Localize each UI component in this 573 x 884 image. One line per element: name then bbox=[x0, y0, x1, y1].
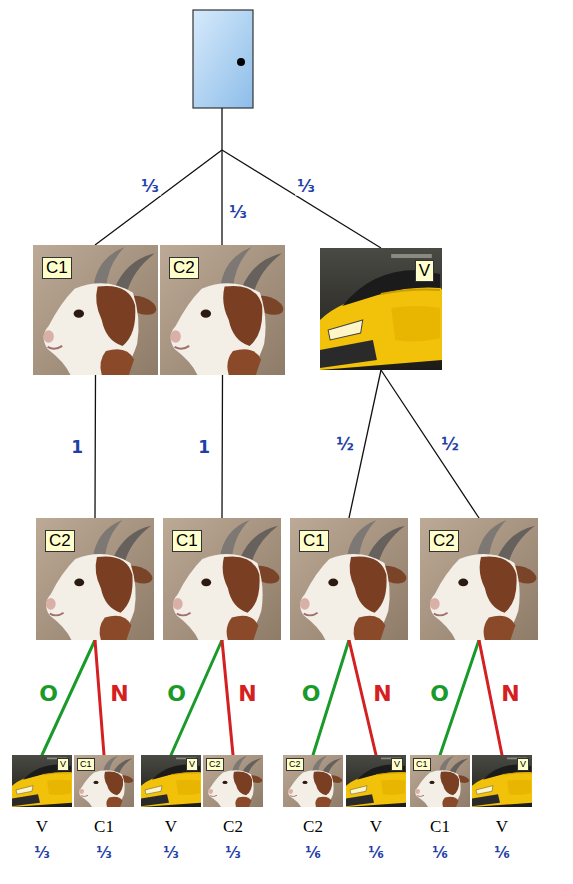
branch-label: ½ bbox=[334, 435, 356, 454]
picture-fill bbox=[36, 518, 154, 640]
outcome-caption: C2 bbox=[303, 817, 323, 837]
branch-label: N bbox=[499, 681, 521, 705]
choice-node: C1 bbox=[33, 245, 158, 375]
choice-node: C1 bbox=[163, 518, 281, 640]
choice-node: V bbox=[320, 248, 442, 370]
name-tag: C2 bbox=[429, 530, 459, 552]
picture-fill bbox=[346, 755, 406, 807]
probability-label: ⅓ bbox=[96, 843, 112, 863]
name-tag: C2 bbox=[286, 758, 304, 771]
branch-label: N bbox=[108, 681, 130, 705]
branch-probability: ⅓ bbox=[295, 177, 317, 196]
name-tag: V bbox=[517, 758, 529, 771]
outcome-caption: V bbox=[165, 817, 177, 837]
name-tag: V bbox=[186, 758, 198, 771]
name-tag: C1 bbox=[413, 758, 431, 771]
picture-fill bbox=[410, 755, 470, 807]
picture-fill bbox=[290, 518, 408, 640]
outcome-node: C2C2⅙ bbox=[283, 755, 343, 807]
outcome-caption: C1 bbox=[430, 817, 450, 837]
outcome-caption: V bbox=[36, 817, 48, 837]
door-knob bbox=[237, 58, 245, 66]
branch-connector bbox=[381, 370, 479, 518]
name-tag: C1 bbox=[172, 530, 202, 552]
choice-node: C2 bbox=[420, 518, 538, 640]
door bbox=[193, 10, 253, 108]
branch-label: O bbox=[428, 681, 451, 705]
outcome-node: VV⅙ bbox=[472, 755, 532, 807]
choice-node: C2 bbox=[160, 245, 285, 375]
branch-line bbox=[221, 150, 222, 245]
probability-label: ⅙ bbox=[368, 843, 384, 863]
branch-label: N bbox=[371, 681, 393, 705]
probability-label: ⅓ bbox=[225, 843, 241, 863]
picture-fill bbox=[283, 755, 343, 807]
branch-line bbox=[221, 108, 222, 150]
branch-connector bbox=[222, 640, 233, 755]
choice-node: C2 bbox=[36, 518, 154, 640]
picture-fill bbox=[472, 755, 532, 807]
branch-label: 1 bbox=[69, 437, 85, 456]
outcome-node: C1C1⅓ bbox=[74, 755, 134, 807]
branch-label: O bbox=[37, 681, 60, 705]
probability-label: ⅙ bbox=[432, 843, 448, 863]
name-tag: C2 bbox=[206, 758, 224, 771]
name-tag: V bbox=[391, 758, 403, 771]
probability-label: ⅓ bbox=[34, 843, 50, 863]
branch-label: N bbox=[236, 681, 258, 705]
name-tag: C2 bbox=[45, 530, 75, 552]
outcome-caption: V bbox=[370, 817, 382, 837]
picture-fill bbox=[320, 248, 442, 370]
outcome-node: VV⅓ bbox=[141, 755, 201, 807]
choice-node: C1 bbox=[290, 518, 408, 640]
branch-line bbox=[222, 150, 381, 248]
branch-label: ½ bbox=[439, 435, 461, 454]
branch-connector bbox=[94, 375, 96, 518]
branch-label: 1 bbox=[196, 437, 212, 456]
picture-fill bbox=[420, 518, 538, 640]
picture-fill bbox=[33, 245, 158, 375]
outcome-node: C2C2⅓ bbox=[203, 755, 263, 807]
branch-probability: ⅓ bbox=[227, 203, 249, 222]
probability-label: ⅓ bbox=[163, 843, 179, 863]
outcome-caption: V bbox=[496, 817, 508, 837]
branch-line bbox=[95, 150, 222, 245]
name-tag: C1 bbox=[77, 758, 95, 771]
picture-fill bbox=[141, 755, 201, 807]
branch-connector bbox=[221, 375, 223, 518]
name-tag: C1 bbox=[42, 257, 72, 279]
branch-probability: ⅓ bbox=[139, 177, 161, 196]
probability-label: ⅙ bbox=[494, 843, 510, 863]
outcome-caption: C2 bbox=[223, 817, 243, 837]
outcome-caption: C1 bbox=[94, 817, 114, 837]
probability-label: ⅙ bbox=[305, 843, 321, 863]
name-tag: V bbox=[415, 260, 434, 282]
picture-fill bbox=[163, 518, 281, 640]
name-tag: C1 bbox=[299, 530, 329, 552]
branch-label: O bbox=[300, 681, 323, 705]
name-tag: V bbox=[57, 758, 69, 771]
branch-connector bbox=[95, 640, 104, 755]
outcome-node: VV⅓ bbox=[12, 755, 72, 807]
picture-fill bbox=[12, 755, 72, 807]
outcome-node: C1C1⅙ bbox=[410, 755, 470, 807]
picture-fill bbox=[74, 755, 134, 807]
name-tag: C2 bbox=[169, 257, 199, 279]
picture-fill bbox=[203, 755, 263, 807]
branch-label: O bbox=[165, 681, 188, 705]
outcome-node: VV⅙ bbox=[346, 755, 406, 807]
picture-fill bbox=[160, 245, 285, 375]
